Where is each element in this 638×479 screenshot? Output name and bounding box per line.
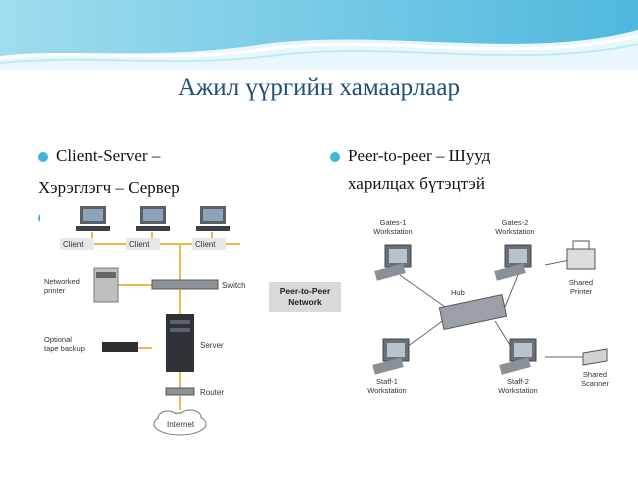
staff2-label: Workstation xyxy=(498,386,537,395)
bullet-continuation: Хэрэглэгч – Сервер xyxy=(38,178,180,197)
gates2-label: Gates-2 xyxy=(502,218,529,227)
tape-backup-label: tape backup xyxy=(44,344,85,353)
switch-icon xyxy=(151,279,219,290)
peer-to-peer-diagram: Gates-1 Workstation Gates-2 Workstation … xyxy=(345,215,609,403)
peer-to-peer-label-box: Peer-to-Peer Network xyxy=(269,282,341,312)
internet-label: Internet xyxy=(167,420,195,429)
client-computer-icon xyxy=(76,206,110,231)
printer-icon xyxy=(93,267,119,303)
bullet-text: Client-Server – xyxy=(56,146,161,165)
bullet-peer-to-peer: Peer-to-peer – Шууд xyxy=(330,146,490,166)
server-label: Server xyxy=(200,341,224,350)
server-icon xyxy=(166,314,194,372)
printer-label: Shared xyxy=(569,278,593,287)
bullet-client-server: Client-Server – xyxy=(38,146,160,166)
client-label: Client xyxy=(195,240,216,249)
workstation-icon xyxy=(494,244,532,281)
peer-label-line: Peer-to-Peer xyxy=(280,286,331,296)
internet-cloud-icon xyxy=(153,409,207,436)
printer-label: Printer xyxy=(570,287,593,296)
gates1-label: Gates-1 xyxy=(380,218,407,227)
client-label: Client xyxy=(63,240,84,249)
network-links xyxy=(399,259,583,358)
staff1-label: Staff-1 xyxy=(376,377,398,386)
printer-label: printer xyxy=(44,286,66,295)
client-computer-icon xyxy=(196,206,230,231)
header-wave-decoration xyxy=(0,0,638,70)
router-icon xyxy=(165,387,195,396)
scanner-label: Shared xyxy=(583,370,607,379)
tape-backup-icon xyxy=(102,342,138,352)
gates2-label: Workstation xyxy=(495,227,534,236)
workstation-icon xyxy=(374,244,412,281)
workstation-icon xyxy=(499,338,537,375)
workstation-icon xyxy=(372,338,410,375)
bullet-continuation-right: харилцах бүтэцтэй xyxy=(348,174,485,193)
printer-label: Networked xyxy=(44,277,80,286)
peer-label-line: Network xyxy=(288,297,322,307)
client-computer-icon xyxy=(136,206,170,231)
bullet-text: Peer-to-peer – Шууд xyxy=(348,146,491,165)
scanner-label: Scanner xyxy=(581,379,609,388)
bullet-dot-icon xyxy=(330,152,340,163)
router-label: Router xyxy=(200,388,224,397)
staff2-label: Staff-2 xyxy=(507,377,529,386)
client-label: Client xyxy=(129,240,150,249)
slide-title: Ажил үүргийн хамаарлаар xyxy=(177,74,461,101)
hub-icon xyxy=(438,293,508,331)
hub-label: Hub xyxy=(451,288,465,297)
bullet-dot-icon xyxy=(38,152,48,163)
printer-icon xyxy=(566,240,596,270)
staff1-label: Workstation xyxy=(367,386,406,395)
tape-backup-label: Optional xyxy=(44,335,72,344)
scanner-icon xyxy=(582,348,608,366)
switch-label: Switch xyxy=(222,281,246,290)
gates1-label: Workstation xyxy=(373,227,412,236)
client-server-diagram: Client Client Client Networked printer S… xyxy=(40,200,266,442)
